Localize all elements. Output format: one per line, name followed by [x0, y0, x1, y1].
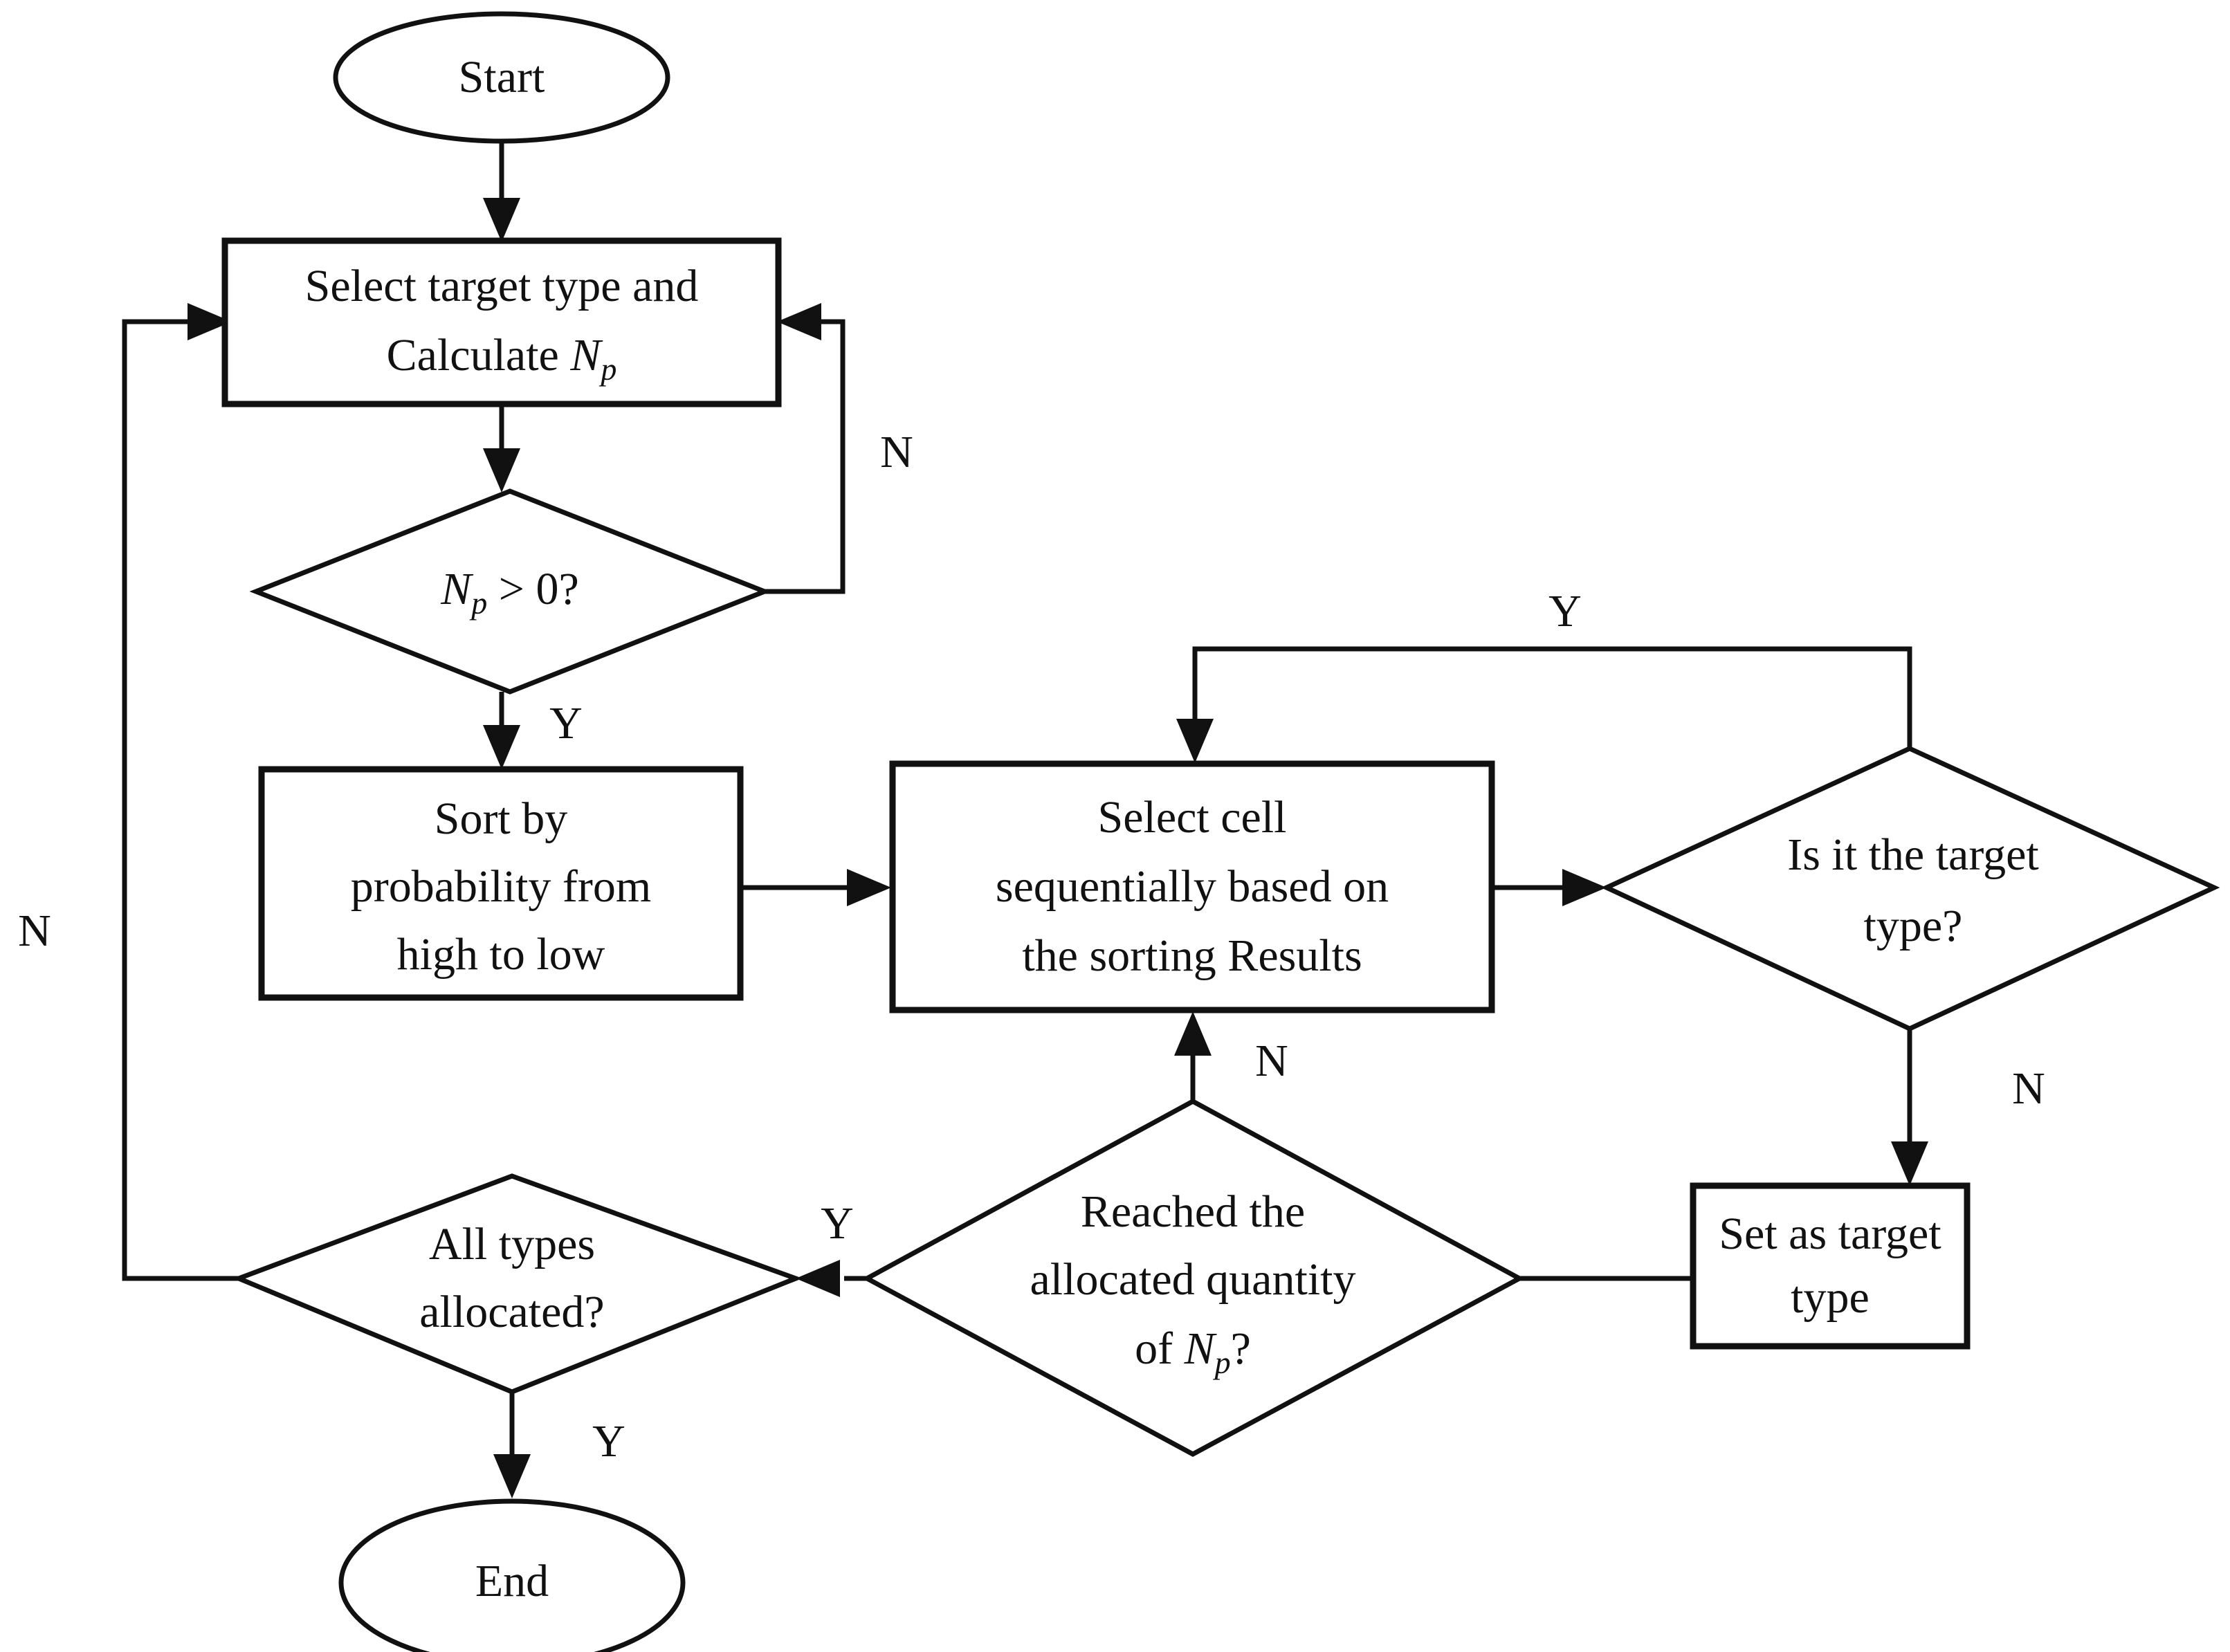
node-select-cell-line3: the sorting Results [1022, 930, 1362, 981]
edge-label-np-yes: Y [549, 698, 583, 749]
node-sort-by-probability[interactable]: Sort by probability from high to low [258, 766, 744, 1001]
node-reached-allocated-quantity[interactable]: Reached the allocated quantity of Np? [861, 1099, 1525, 1457]
node-sort-line2: probability from [351, 861, 651, 912]
node-select-target-type-line2: Calculate Np [387, 330, 617, 386]
edge-is-target-no [1891, 1029, 1928, 1186]
node-np-greater-zero-label: Np > 0? [440, 564, 579, 620]
node-select-target-type[interactable]: Select target type and Calculate Np [221, 237, 782, 407]
edge-np-check-yes [483, 692, 520, 769]
node-set-as-target-type-line2: type [1791, 1272, 1870, 1323]
node-select-cell-line2: sequentially based on [996, 861, 1389, 912]
edge-reached-no [1174, 1011, 1212, 1101]
node-all-types-allocated[interactable]: All types allocated? [232, 1173, 803, 1395]
edge-all-alloc-yes [493, 1392, 531, 1498]
edge-select-cell-to-is-target [1492, 869, 1607, 906]
node-all-types-allocated-line1: All types [429, 1219, 595, 1269]
node-select-cell[interactable]: Select cell sequentially based on the so… [889, 760, 1495, 1013]
node-select-target-type-line1: Select target type and [305, 261, 699, 311]
node-np-greater-zero[interactable]: Np > 0? [249, 488, 771, 695]
edge-label-is-target-yes: Y [1548, 586, 1582, 636]
edge-label-all-alloc-no: N [18, 906, 51, 956]
node-reached-line3: of Np? [1135, 1323, 1251, 1379]
edge-all-alloc-no [122, 303, 239, 1281]
node-sort-line3: high to low [397, 929, 605, 980]
edge-np-check-no-loop [765, 303, 846, 594]
node-select-cell-line1: Select cell [1097, 792, 1286, 843]
node-start[interactable]: Start [333, 11, 670, 144]
edge-reached-yes [796, 1260, 867, 1297]
node-sort-line1: Sort by [435, 793, 568, 844]
edge-start-to-select-type [483, 136, 520, 242]
edge-label-reached-yes: Y [821, 1198, 854, 1249]
node-set-as-target-type-line1: Set as target [1719, 1209, 1941, 1259]
edge-sort-to-select-cell [740, 869, 891, 906]
node-set-as-target-type[interactable]: Set as target type [1690, 1182, 1971, 1350]
node-is-it-target-type[interactable]: Is it the target type? [1600, 746, 2220, 1031]
edge-label-is-target-no: N [2012, 1063, 2045, 1114]
node-is-it-target-type-line1: Is it the target [1787, 829, 2039, 880]
edge-is-target-yes-loop [1176, 646, 1912, 763]
node-reached-line2: allocated quantity [1030, 1254, 1356, 1305]
node-all-types-allocated-line2: allocated? [419, 1287, 604, 1337]
edge-label-reached-no: N [1255, 1036, 1288, 1086]
node-end[interactable]: End [338, 1498, 686, 1652]
edge-label-all-alloc-yes: Y [592, 1416, 625, 1467]
edge-select-type-to-np-check [483, 401, 520, 493]
node-start-label: Start [459, 52, 545, 102]
node-is-it-target-type-line2: type? [1864, 901, 1963, 951]
node-end-label: End [475, 1556, 549, 1606]
node-reached-line1: Reached the [1081, 1186, 1305, 1237]
edge-label-np-loop-no: N [880, 427, 913, 477]
